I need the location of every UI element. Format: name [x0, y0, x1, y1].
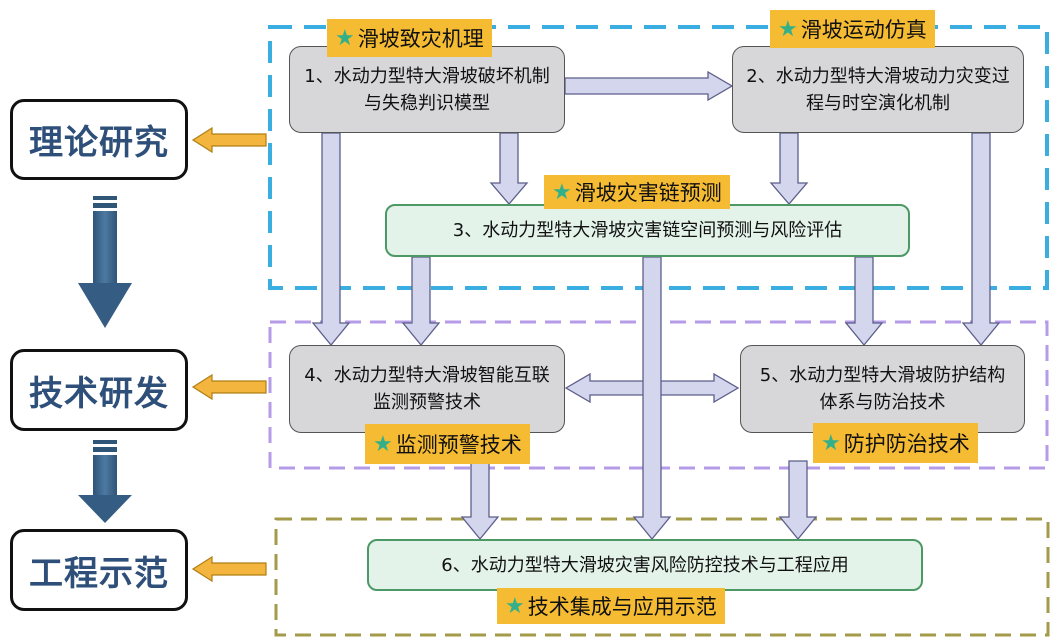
box-4-text: 4、水动力型特大滑坡智能互联监测预警技术 [304, 365, 550, 413]
box-2: 2、水动力型特大滑坡动力灾变过程与时空演化机制 [732, 46, 1024, 133]
box-1-text: 1、水动力型特大滑坡破坏机制与失稳判识模型 [304, 65, 550, 114]
arrow-1-to-4 [311, 132, 351, 347]
arrow-3-to-5 [844, 256, 884, 347]
pointer-arrow-engineering [191, 555, 267, 583]
box-6-text: 6、水动力型特大滑坡灾害风险防控技术与工程应用 [441, 554, 849, 576]
stage-engineering-label: 工程示范 [29, 553, 169, 594]
tag-6-text: 技术集成与应用示范 [527, 595, 717, 619]
box-5: 5、水动力型特大滑坡防护结构体系与防治技术 [740, 345, 1025, 433]
star-icon: ★ [821, 430, 841, 456]
arrow-3-to-4 [401, 256, 441, 347]
tag-motion-simulation: ★滑坡运动仿真 [770, 10, 935, 48]
stage-down-arrow-2 [78, 440, 132, 523]
arrow-3-to-6 [632, 256, 672, 541]
stage-tech-label: 技术研发 [29, 373, 169, 414]
tag-monitoring: ★监测预警技术 [365, 424, 530, 464]
star-icon: ★ [335, 25, 355, 51]
tag-4-text: 监测预警技术 [395, 433, 522, 457]
stage-engineering: 工程示范 [10, 529, 188, 611]
tag-protection: ★防护防治技术 [813, 423, 978, 463]
arrow-4-to-6 [460, 460, 500, 541]
box-2-text: 2、水动力型特大滑坡动力灾变过程与时空演化机制 [746, 65, 1010, 114]
stage-down-arrow-1 [78, 196, 132, 328]
tag-integration: ★技术集成与应用示范 [497, 588, 725, 624]
tag-landslide-mechanism: ★滑坡致灾机理 [327, 19, 492, 57]
stage-theory-label: 理论研究 [29, 123, 169, 163]
arrow-5-to-6 [778, 460, 818, 541]
box-4: 4、水动力型特大滑坡智能互联监测预警技术 [289, 345, 565, 433]
stage-theory: 理论研究 [10, 99, 188, 180]
tag-chain-prediction: ★滑坡灾害链预测 [544, 175, 730, 209]
tag-2-text: 滑坡运动仿真 [800, 18, 927, 42]
stage-tech: 技术研发 [10, 349, 188, 431]
box-6: 6、水动力型特大滑坡灾害风险防控技术与工程应用 [367, 539, 923, 591]
box-3-text: 3、水动力型特大滑坡灾害链空间预测与风险评估 [452, 220, 843, 241]
tag-1-text: 滑坡致灾机理 [357, 27, 484, 51]
theory-frame [268, 25, 1049, 290]
star-icon: ★ [552, 179, 572, 205]
arrow-1-to-3 [489, 132, 529, 205]
box-5-text: 5、水动力型特大滑坡防护结构体系与防治技术 [759, 365, 1006, 413]
box-1: 1、水动力型特大滑坡破坏机制与失稳判识模型 [289, 46, 565, 133]
arrow-1-to-2 [564, 70, 734, 102]
tag-3-text: 滑坡灾害链预测 [574, 181, 722, 205]
arrow-2-to-3 [769, 132, 809, 205]
box-3: 3、水动力型特大滑坡灾害链空间预测与风险评估 [385, 204, 910, 257]
star-icon: ★ [778, 16, 798, 42]
pointer-arrow-tech [191, 373, 267, 401]
star-icon: ★ [505, 593, 525, 619]
pointer-arrow-theory [191, 126, 267, 154]
tag-5-text: 防护防治技术 [843, 432, 970, 456]
star-icon: ★ [373, 431, 393, 457]
arrow-2-to-5 [961, 132, 1001, 347]
